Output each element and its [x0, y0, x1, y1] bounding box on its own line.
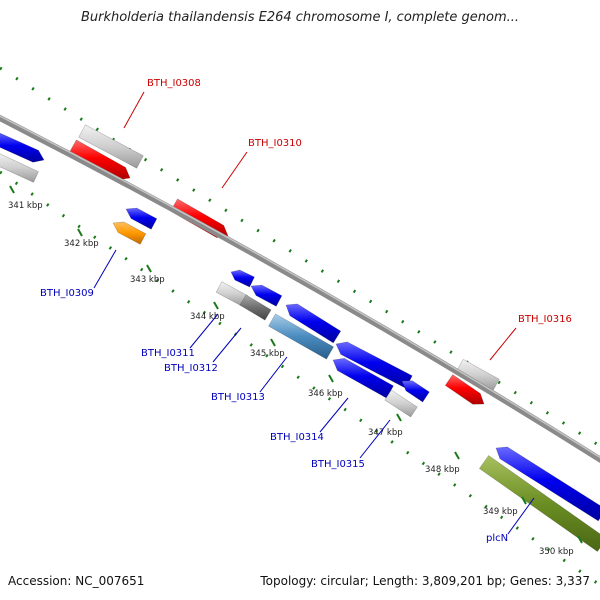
gene-blue-f[interactable]	[495, 446, 600, 522]
gene-blue-e[interactable]	[401, 380, 430, 403]
tick-mark	[396, 413, 402, 422]
tick-label: 341 kbp	[8, 201, 43, 211]
outer-ruler-dots	[0, 66, 600, 448]
tick-label: 346 kbp	[308, 389, 343, 399]
gene-label-bth-i0313[interactable]: BTH_I0313	[211, 392, 265, 403]
gene-label-bth-i0311[interactable]: BTH_I0311	[141, 348, 195, 359]
gene-gray-left[interactable]	[0, 153, 39, 183]
gene-red-0316[interactable]	[444, 374, 485, 405]
tick-mark	[270, 338, 276, 347]
topology-text: Topology: circular; Length: 3,809,201 bp…	[260, 574, 590, 588]
backbone-highlight	[0, 115, 600, 459]
gene-olive-plcn[interactable]	[478, 455, 600, 552]
tick-label: 349 kbp	[483, 507, 518, 517]
gene-leader-line	[123, 91, 145, 129]
gene-label-bth-i0312[interactable]: BTH_I0312	[164, 363, 218, 374]
gene-leader-line	[359, 419, 391, 459]
tick-label: 342 kbp	[64, 239, 99, 249]
gene-leader-line	[93, 249, 117, 289]
gene-label-bth-i0310[interactable]: BTH_I0310	[248, 138, 302, 149]
gene-blue-0309[interactable]	[125, 207, 158, 230]
gene-gray-0308[interactable]	[78, 124, 144, 169]
gene-gray-0311[interactable]	[215, 281, 249, 307]
gene-label-bth-i0309[interactable]: BTH_I0309	[40, 288, 94, 299]
gene-blue-a[interactable]	[230, 269, 255, 288]
tick-label: 343 kbp	[130, 275, 165, 285]
tick-label: 350 kbp	[539, 547, 574, 557]
inner-ruler-dots	[0, 170, 600, 587]
accession-text: Accession: NC_007651	[8, 574, 145, 588]
tick-label: 348 kbp	[425, 465, 460, 475]
gene-blue-c[interactable]	[285, 303, 342, 344]
tick-mark	[9, 185, 15, 194]
tick-mark	[146, 264, 152, 273]
gene-red-0310[interactable]	[170, 198, 229, 238]
gene-leader-line	[189, 313, 219, 349]
gene-gray-0315[interactable]	[384, 389, 418, 418]
gene-leader-line	[212, 327, 242, 363]
tick-label: 347 kbp	[368, 428, 403, 438]
gene-dark-0312[interactable]	[239, 294, 272, 321]
tick-label: 345 kbp	[250, 349, 285, 359]
gene-label-bth-i0315[interactable]: BTH_I0315	[311, 459, 365, 470]
gene-label-bth-i0316[interactable]: BTH_I0316	[518, 314, 572, 325]
gene-orange-0309[interactable]	[112, 221, 147, 245]
gene-leader-line	[507, 497, 535, 535]
gene-leader-line	[221, 151, 248, 189]
backbone-ring	[0, 114, 600, 463]
tick-mark	[577, 535, 583, 544]
tick-mark	[213, 301, 219, 310]
tick-mark	[454, 451, 460, 460]
tick-label: 344 kbp	[190, 312, 225, 322]
gene-leader-line	[489, 327, 517, 361]
tick-mark	[521, 496, 527, 505]
gene-label-bth-i0314[interactable]: BTH_I0314	[270, 432, 324, 443]
map-title: Burkholderia thailandensis E264 chromoso…	[80, 10, 520, 25]
tick-mark	[77, 228, 83, 237]
gene-label-plcn[interactable]: plcN	[486, 533, 508, 544]
gene-leader-line	[259, 356, 288, 393]
gene-steel-0313[interactable]	[268, 313, 334, 360]
gene-leader-line	[319, 397, 349, 433]
gene-blue-b[interactable]	[250, 284, 283, 307]
gene-blue-left[interactable]	[0, 132, 45, 163]
tick-mark	[328, 374, 334, 383]
gene-label-bth-i0308[interactable]: BTH_I0308	[147, 78, 201, 89]
